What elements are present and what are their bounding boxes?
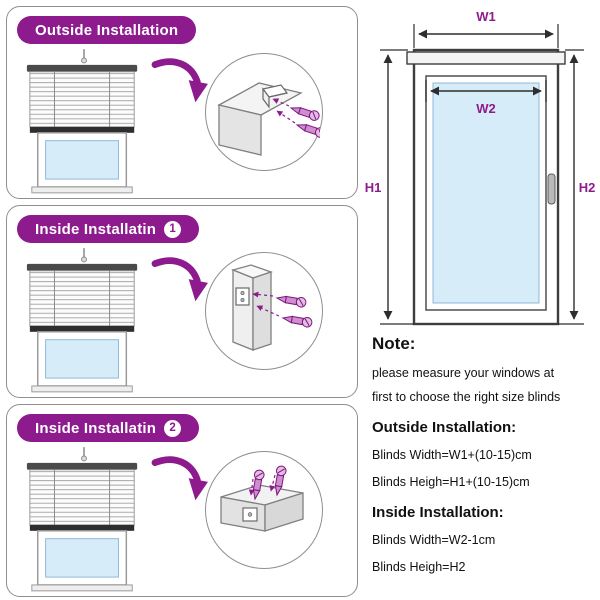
curved-arrow-icon [149,453,211,507]
mount-detail-circle [205,451,323,569]
curved-arrow-icon [149,55,211,109]
panel-title: Inside Installatin [35,419,157,437]
mount-detail-circle [205,53,323,171]
panel-title: Inside Installatin [35,220,157,238]
circled-number-2-icon: 2 [164,419,182,437]
panel-title-banner: Outside Installation [17,16,197,44]
inside-bracket-detail-illustration [207,453,320,566]
label-h1: H1 [365,180,382,195]
window-measurement-diagram: W1 W2 H1 H2 [365,9,596,326]
window-handle [547,173,556,205]
panel-inside-installation-2: Inside Installatin 2 [6,404,358,597]
panel-inside-installation-1: Inside Installatin 1 [6,205,358,398]
panel-outside-installation: Outside Installation [6,6,358,199]
note-body-line1: please measure your windows at [372,366,555,380]
blinds-window-illustration [26,446,138,592]
note-heading: Note: [372,334,416,353]
label-h2: H2 [579,180,596,195]
panel-title-banner: Inside Installatin 2 [17,414,200,442]
inside-width-formula: Blinds Width=W2-1cm [372,533,496,547]
circled-number-1-icon: 1 [164,220,182,238]
curved-arrow-icon [149,254,211,308]
label-w1: W1 [476,9,496,24]
panel-title-banner: Inside Installatin 1 [17,215,200,243]
note-body-line2: first to choose the right size blinds [372,390,561,404]
inside-height-formula: Blinds Heigh=H2 [372,560,466,574]
inside-installation-heading: Inside Installation: [372,504,504,521]
blinds-window-illustration [26,48,138,194]
outside-bracket-detail-illustration [207,55,320,168]
window-glass [432,82,540,304]
mount-detail-circle [205,252,323,370]
panel-title: Outside Installation [35,21,179,39]
outside-height-formula: Blinds Heigh=H1+(10-15)cm [372,475,530,489]
measurement-notes: Note: please measure your windows at fir… [372,334,598,587]
blinds-window-illustration [26,247,138,393]
label-w2: W2 [476,101,496,116]
outside-width-formula: Blinds Width=W1+(10-15)cm [372,448,532,462]
outside-installation-heading: Outside Installation: [372,419,517,436]
window-top-rail [406,51,566,65]
inside-bracket-detail-illustration [207,254,320,367]
